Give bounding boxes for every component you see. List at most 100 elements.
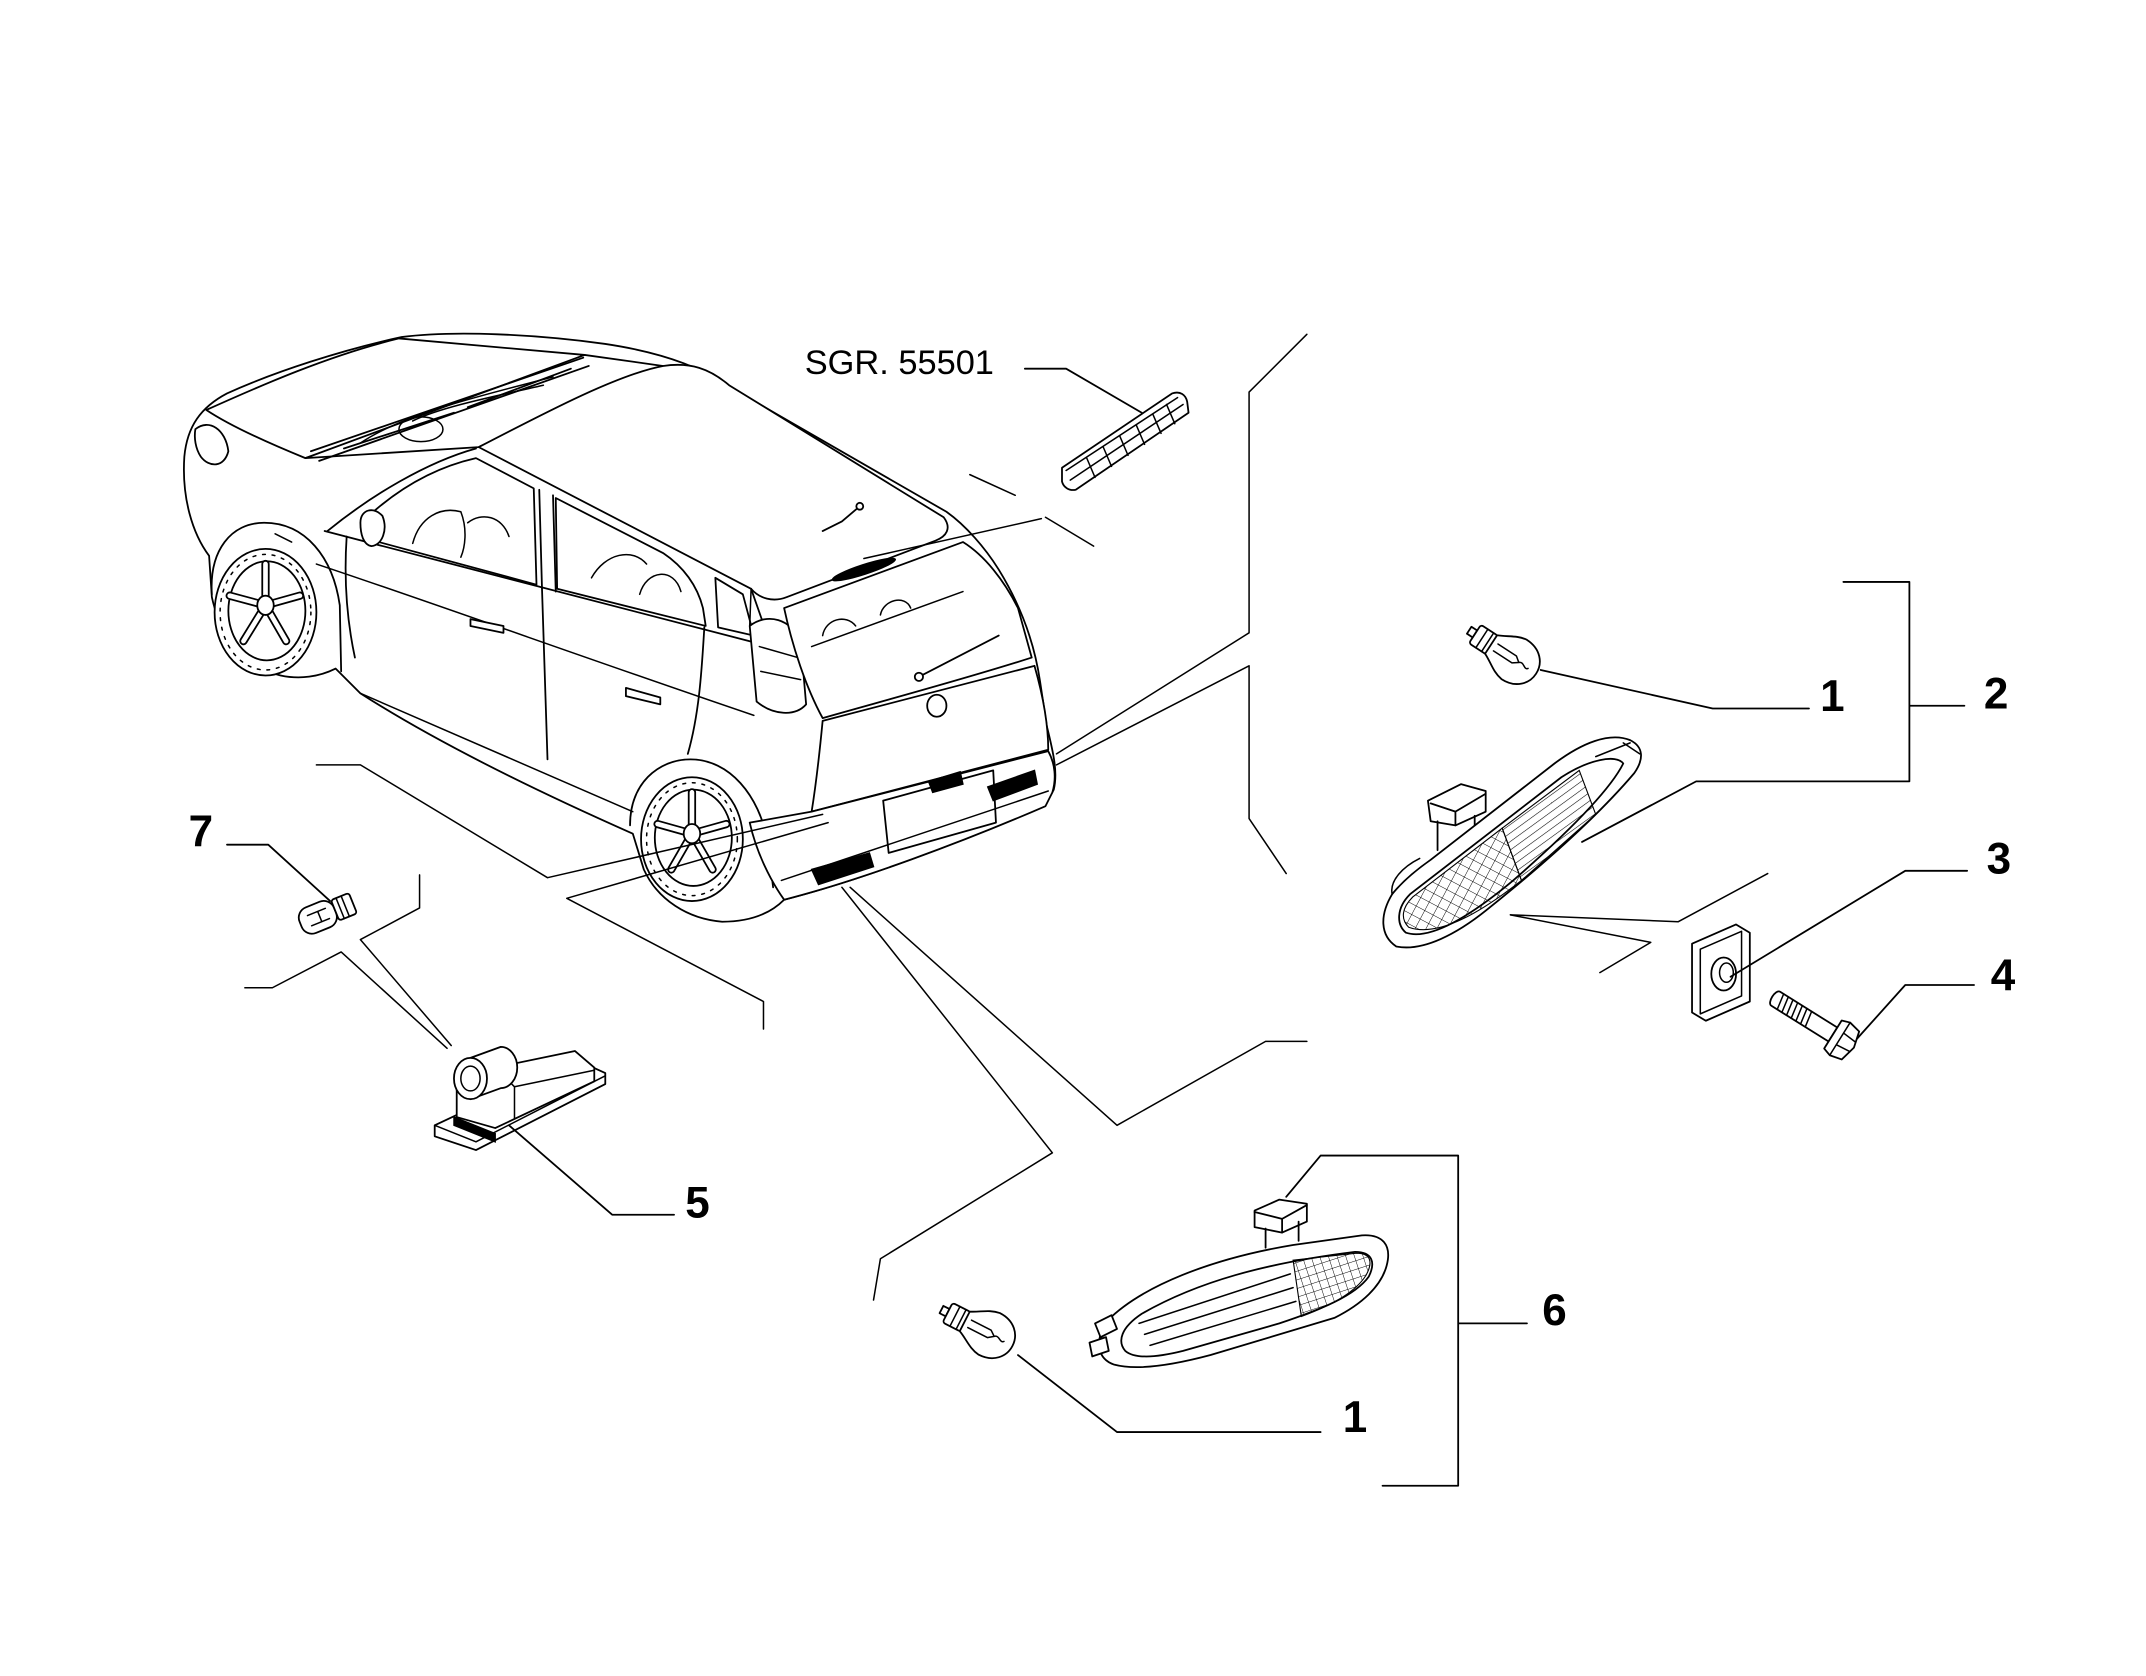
callout-clip: 3 — [1987, 835, 2011, 884]
bolt-head-edges — [1828, 1021, 1857, 1056]
assembly-line-bottom-a — [841, 886, 1054, 1301]
callout-plate-lamp-bulb: 7 — [189, 807, 213, 856]
installed-third-brake-light — [831, 557, 897, 582]
clip — [1691, 923, 1751, 1022]
bolt — [1769, 990, 1861, 1061]
front-tire-tread — [219, 553, 312, 671]
door-handle-rear — [625, 686, 662, 706]
plate-lamp-bulb-base — [330, 892, 358, 921]
callout-assembly-lower: 6 — [1542, 1286, 1566, 1335]
car-roof — [477, 363, 949, 601]
plate-lamp-base-edge — [433, 1075, 607, 1143]
assembly-line-brake-light — [863, 473, 1095, 560]
rear-wiper-pivot — [913, 671, 924, 682]
rear-rim-spokes — [655, 790, 729, 872]
leader-bulb-upper — [1539, 669, 1810, 710]
front-door-window — [367, 457, 538, 586]
rear-door-window — [554, 497, 707, 627]
plate-lamp-socket-inner — [460, 1065, 481, 1092]
installed-rear-light-left — [810, 852, 875, 886]
rear-hub — [682, 823, 702, 845]
third-brake-light-body — [1061, 391, 1190, 491]
bulb-upper-pins — [1475, 628, 1495, 653]
rear-tire-tread — [645, 782, 739, 897]
installed-plate-lamp — [927, 770, 964, 794]
rear-light-upper-rim — [1391, 742, 1641, 895]
plate-lamp-bulb-filament — [306, 907, 331, 927]
wiper-cowl — [310, 356, 590, 462]
front-hub — [256, 594, 275, 616]
front-wheel-arch — [210, 521, 343, 673]
interior-seats — [411, 509, 682, 596]
clip-face — [1699, 930, 1743, 1015]
callout-plate-lamp: 5 — [685, 1178, 709, 1227]
assembly-line-plate-lamp-a — [244, 951, 448, 1050]
roof-antenna-tip — [855, 501, 865, 511]
bulb-upper-glass — [1484, 634, 1541, 685]
assembly-line-right-lower — [1055, 665, 1287, 875]
bulb-lower-glass — [958, 1310, 1016, 1359]
assembly-line-plate-lamp-b — [359, 874, 452, 1047]
leader-bulb-lower — [1017, 1354, 1322, 1433]
clip-hole-inner — [1718, 962, 1735, 983]
door-mirror — [359, 509, 386, 548]
rear-light-lower-grid — [1292, 1252, 1371, 1318]
bolt-thread — [1776, 993, 1813, 1028]
leader-reference — [1023, 367, 1143, 414]
tail-light-lines — [748, 588, 802, 681]
rear-window — [783, 541, 1033, 720]
bulb-lower — [938, 1302, 1016, 1359]
car-illustration — [183, 332, 1057, 923]
assembly-line-bottom-b — [849, 886, 1308, 1127]
leader-bolt — [1856, 984, 1975, 1040]
bulb-lower-pins — [949, 1305, 967, 1331]
callout-leaders — [226, 367, 1975, 1487]
plate-lamp-lens — [453, 1116, 496, 1143]
door-shut-lines — [344, 535, 706, 761]
leader-clip — [1729, 869, 1969, 978]
b-pillar — [538, 488, 557, 593]
assembly-line-left-lower — [566, 821, 829, 1030]
roof-antenna — [821, 505, 861, 532]
callout-assembly-upper: 2 — [1984, 669, 2008, 718]
plate-lamp-socket — [453, 1057, 488, 1101]
third-brake-light-ridges — [1065, 396, 1184, 481]
rear-light-lower-tab — [1253, 1198, 1308, 1234]
third-brake-light — [1061, 391, 1190, 491]
rear-headrests — [810, 590, 964, 648]
rear-light-lower-tab-legs — [1253, 1204, 1308, 1249]
callout-labels: SGR. 55501 1 2 3 4 7 5 6 1 — [189, 344, 2016, 1442]
door-handle-front — [469, 618, 505, 634]
assembly-line-left-upper — [315, 764, 824, 879]
rear-light-assembly-upper — [1382, 736, 1642, 949]
headlight — [193, 424, 230, 466]
assembly-line-fixing-b — [1509, 914, 1652, 974]
plate-lamp-bulb — [297, 892, 358, 935]
assembly-line-fixing-a — [1509, 872, 1769, 923]
callout-bolt: 4 — [1991, 951, 2016, 1000]
plate-lamp-bulb-base-lines — [335, 895, 351, 920]
rear-light-assembly-lower — [1088, 1198, 1389, 1368]
assembly-lines — [244, 333, 1769, 1301]
clip-hole — [1710, 956, 1737, 992]
assembly-line-right-upper — [1055, 333, 1308, 755]
rear-light-upper-tab — [1427, 783, 1487, 827]
rear-wiper — [918, 634, 1000, 678]
rear-light-lower-notches — [1088, 1314, 1118, 1358]
front-rim-spokes — [227, 561, 303, 644]
callout-bulb-lower: 1 — [1343, 1393, 1367, 1442]
bulb-upper — [1466, 624, 1541, 685]
callout-bulb-upper: 1 — [1820, 672, 1844, 721]
brand-badge — [926, 693, 948, 718]
bulb-lower-filament — [967, 1319, 1005, 1343]
leader-plate-lamp-bulb — [226, 843, 332, 902]
rear-wheel-arch — [629, 758, 775, 889]
rear-light-upper-reflector — [1501, 769, 1597, 882]
steering-wheel-icon — [398, 416, 444, 443]
body-crease-lines — [274, 533, 755, 813]
bracket-assembly-lower — [1285, 1154, 1528, 1487]
bracket-assembly-upper — [1581, 581, 1966, 843]
rear-light-lower-lines — [1138, 1273, 1297, 1347]
plate-lamp — [433, 1045, 607, 1151]
